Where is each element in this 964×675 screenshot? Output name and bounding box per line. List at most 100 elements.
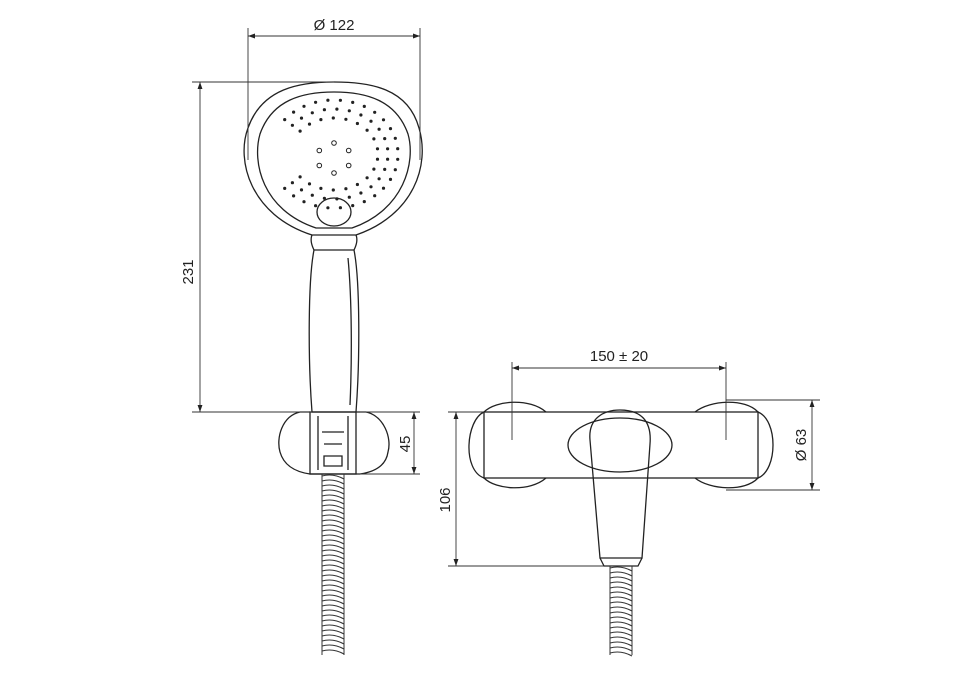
hose-winding	[321, 489, 345, 495]
hose-winding	[609, 616, 633, 622]
nozzle	[372, 137, 376, 141]
hose-winding	[609, 641, 633, 647]
nozzle	[310, 111, 314, 115]
nozzle	[381, 118, 386, 122]
hose-winding	[609, 611, 633, 617]
hose-winding	[321, 574, 345, 580]
hose-winding	[321, 554, 345, 560]
nozzle	[292, 194, 296, 198]
nozzle	[362, 200, 366, 204]
hose-winding	[321, 509, 345, 515]
hose-winding	[609, 621, 633, 627]
spray-selector-button	[316, 197, 352, 227]
nozzle	[396, 147, 400, 151]
nozzle	[322, 196, 326, 200]
spray-nozzles	[283, 98, 400, 210]
nozzle	[283, 186, 287, 190]
nozzle	[283, 118, 287, 122]
nozzle	[359, 191, 363, 195]
nozzle	[338, 98, 342, 102]
hose-winding	[321, 639, 345, 645]
nozzle	[331, 170, 337, 176]
nozzle	[393, 136, 397, 140]
nozzle	[338, 206, 342, 210]
hose-winding	[321, 609, 345, 615]
hose-winding	[609, 596, 633, 602]
nozzle	[375, 147, 380, 151]
nozzle	[331, 188, 335, 192]
hose-winding	[321, 614, 345, 620]
nozzle	[396, 157, 400, 161]
nozzle	[322, 108, 326, 112]
nozzle	[365, 176, 369, 180]
hose-winding	[321, 534, 345, 540]
hose-winding	[321, 549, 345, 555]
nozzle	[369, 119, 373, 123]
nozzle	[365, 128, 369, 132]
shower-mixer	[468, 401, 774, 657]
hose-winding	[321, 519, 345, 525]
nozzle	[388, 127, 393, 131]
hose-winding	[321, 564, 345, 570]
mixer-lever	[589, 409, 651, 559]
nozzle	[372, 167, 376, 171]
hose-winding	[609, 591, 633, 597]
dimension-mixer-depth: 106	[437, 411, 604, 567]
nozzle	[383, 167, 387, 171]
dim-label-handshower-length: 231	[180, 259, 197, 284]
handle-highlight	[347, 257, 352, 406]
hose-winding	[321, 634, 345, 640]
nozzle	[369, 185, 373, 189]
hose-winding	[609, 601, 633, 607]
hand-shower	[243, 81, 423, 655]
left-cover-disc	[468, 401, 547, 489]
nozzle	[344, 117, 348, 121]
hose-edge	[321, 474, 345, 655]
dimension-head-diameter: Ø 122	[247, 17, 421, 160]
nozzle	[381, 186, 386, 190]
hose-winding	[321, 474, 345, 480]
nozzle	[377, 127, 381, 131]
hose-winding	[321, 624, 345, 630]
hose-winding	[321, 599, 345, 605]
holder-disc	[278, 411, 390, 475]
nozzle	[331, 116, 335, 120]
nozzle	[347, 195, 351, 199]
hose-winding	[321, 504, 345, 510]
nozzle	[290, 123, 294, 127]
nozzle	[355, 121, 359, 126]
hand-shower-hose	[321, 474, 345, 655]
hose-winding	[609, 606, 633, 612]
nozzle	[316, 162, 323, 169]
nozzle	[302, 104, 306, 108]
hose-winding	[609, 586, 633, 592]
nozzle	[335, 197, 339, 201]
hose-winding	[321, 529, 345, 535]
mixer-hose	[609, 566, 633, 657]
dimension-holder-height: 45	[360, 411, 420, 475]
hose-winding	[321, 559, 345, 565]
dim-label-holder-height: 45	[397, 436, 414, 453]
hose-winding	[321, 479, 345, 485]
nozzle	[290, 181, 294, 185]
shower-head-outline	[243, 81, 423, 236]
nozzle	[307, 182, 312, 186]
hose-winding	[321, 514, 345, 520]
hose-winding	[321, 494, 345, 500]
hose-winding	[321, 499, 345, 505]
nozzle	[298, 175, 302, 179]
nozzle	[386, 157, 390, 161]
hose-winding	[609, 571, 633, 577]
nozzle	[314, 204, 318, 208]
nozzle	[298, 129, 302, 133]
nozzle	[359, 113, 363, 117]
nozzle	[335, 107, 339, 111]
hose-winding	[321, 604, 345, 610]
hose-winding	[609, 576, 633, 582]
nozzle	[344, 187, 348, 191]
hose-winding	[321, 539, 345, 545]
nozzle	[319, 118, 323, 122]
nozzle	[292, 110, 296, 114]
hose-winding	[321, 579, 345, 585]
nozzle	[355, 182, 359, 187]
